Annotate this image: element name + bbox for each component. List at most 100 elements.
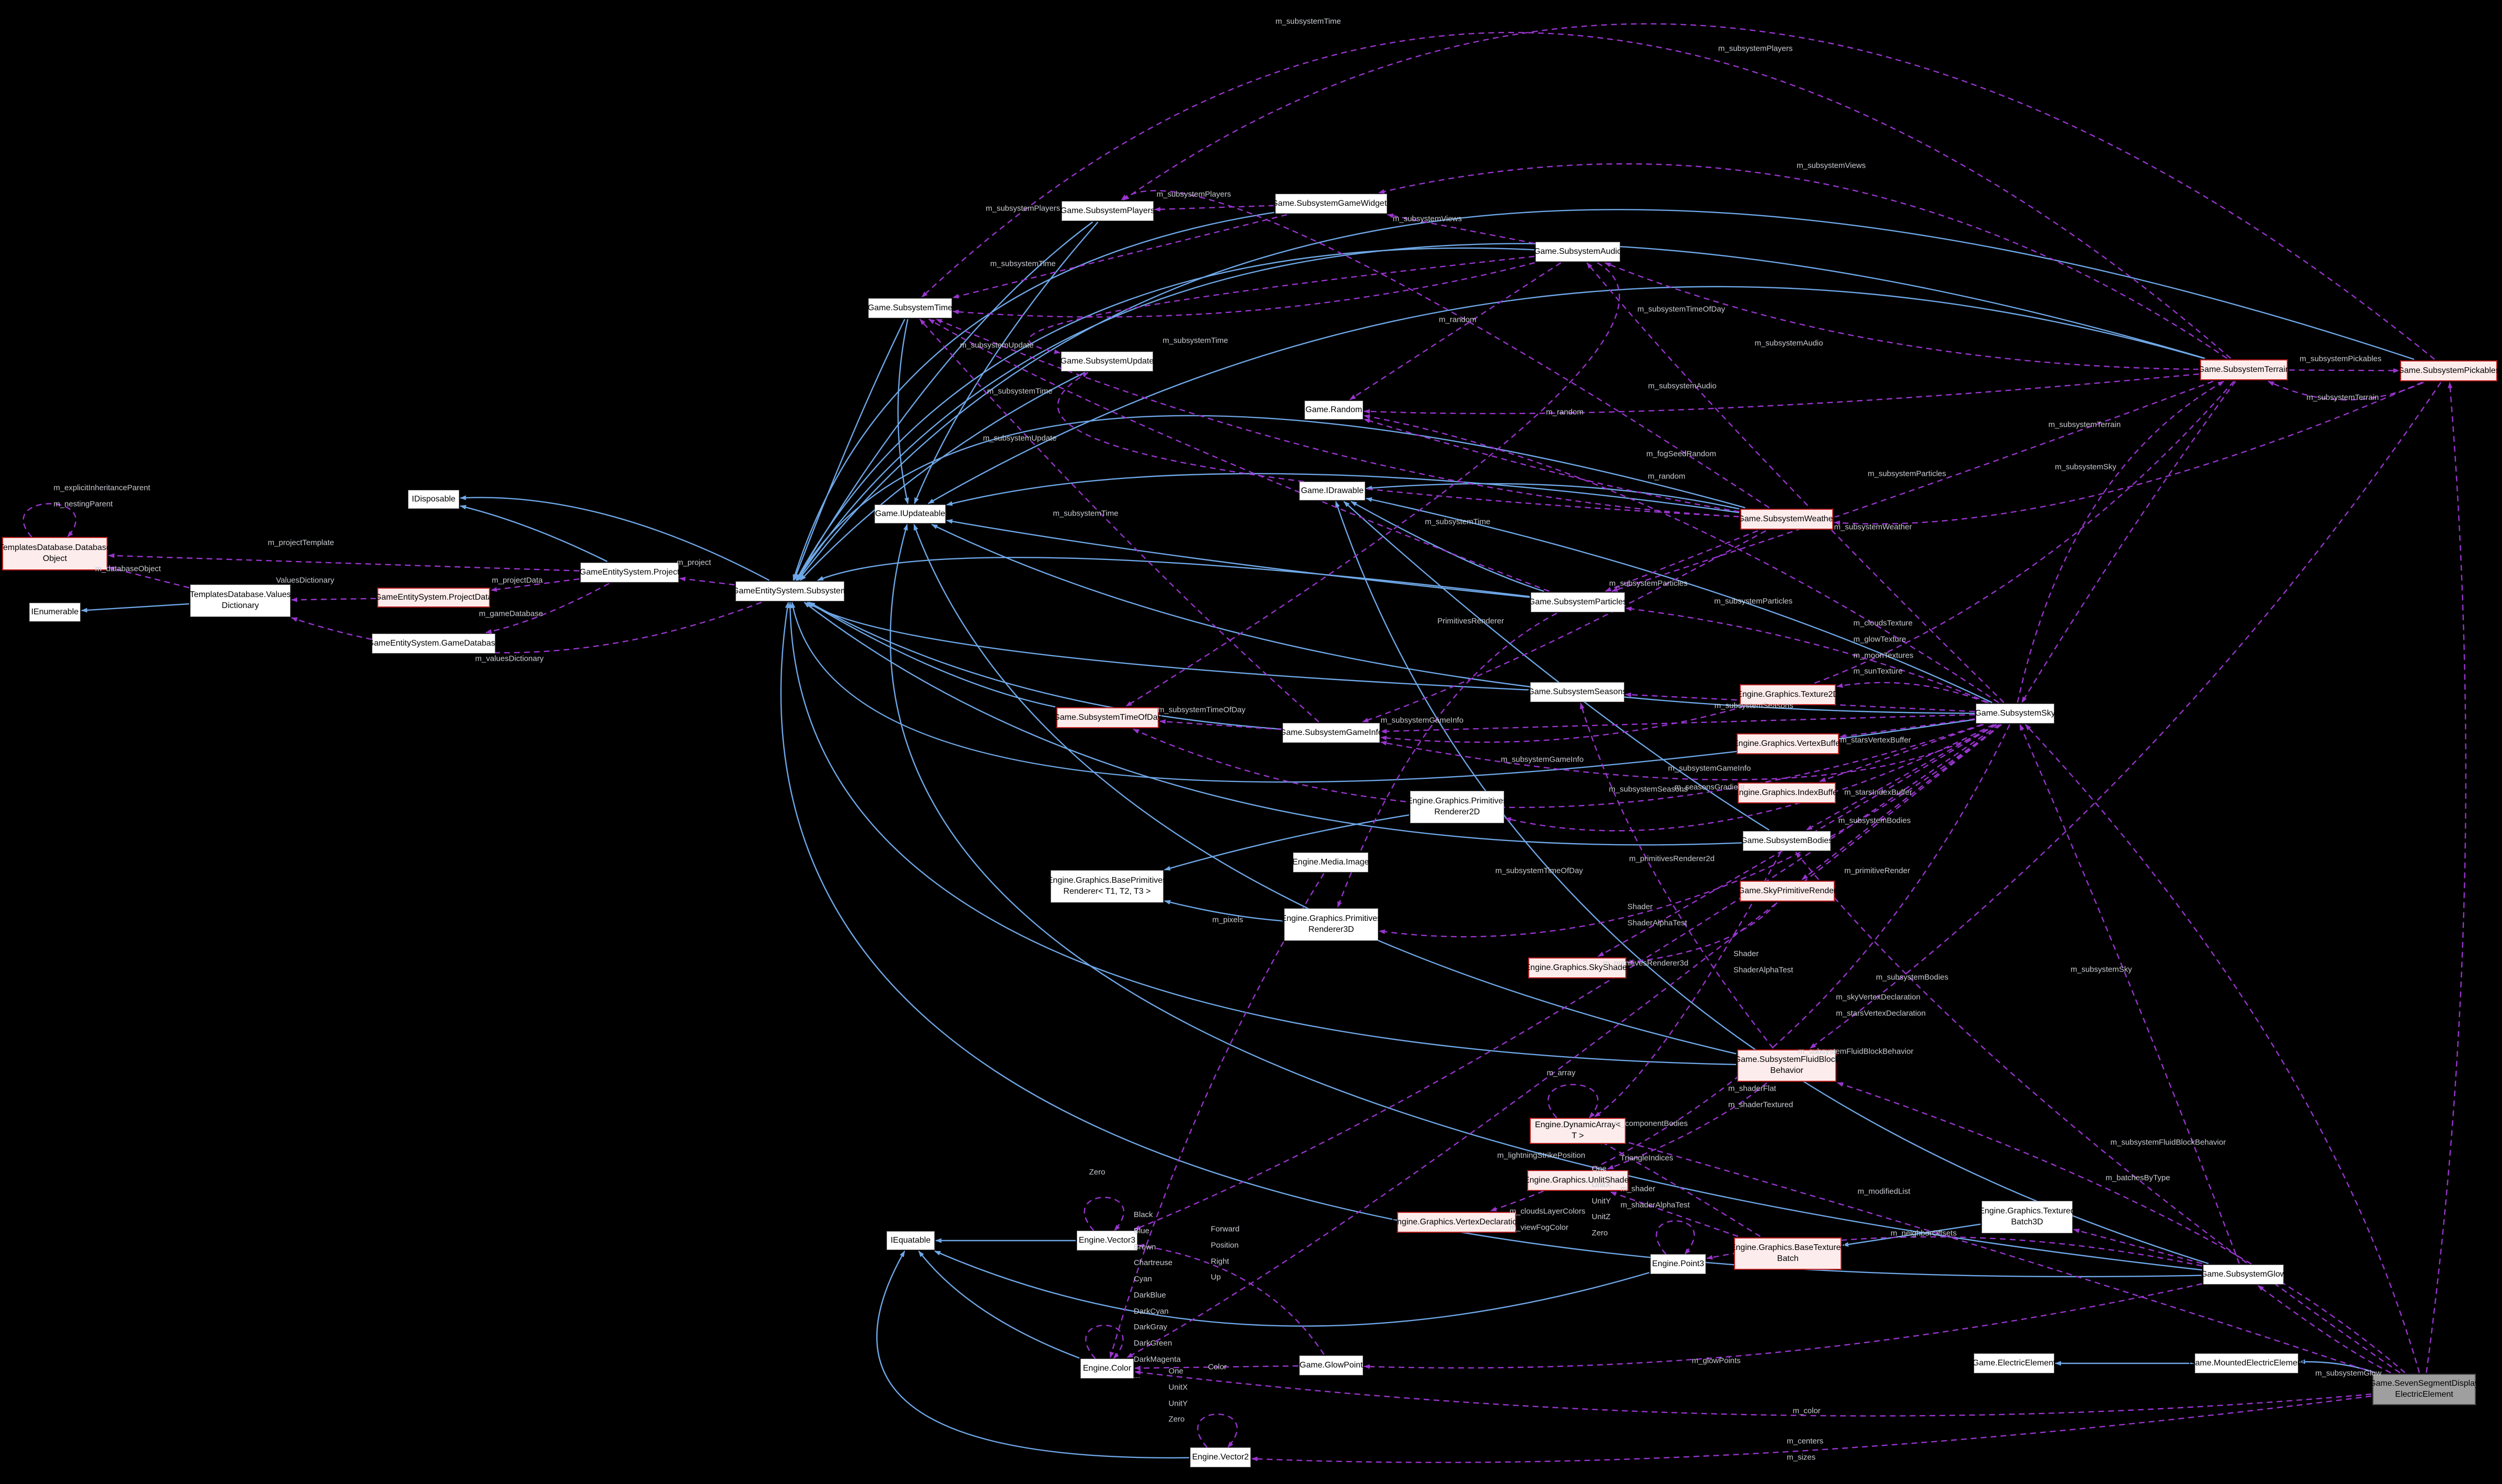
node-subsystem_glow[interactable]: Game.SubsystemGlow bbox=[2201, 1265, 2286, 1284]
node-basetexturedbatch[interactable]: Engine.Graphics.BaseTextured Batch bbox=[1730, 1237, 1845, 1270]
node-prim3d[interactable]: Engine.Graphics.Primitives Renderer3D bbox=[1281, 908, 1381, 941]
node-vertexdeclaration[interactable]: Engine.Graphics.VertexDeclaration bbox=[1391, 1212, 1522, 1233]
edge bbox=[1159, 719, 1282, 730]
edge bbox=[1380, 723, 1997, 780]
edge bbox=[1197, 1413, 1238, 1448]
edge bbox=[1134, 1365, 1299, 1371]
edge bbox=[1362, 530, 1766, 723]
node-random[interactable]: Game.Random bbox=[1305, 401, 1363, 419]
node-iupdateable[interactable]: Game.IUpdateable bbox=[875, 505, 946, 523]
node-mounted[interactable]: Game.MountedElectricElement bbox=[2189, 1353, 2305, 1373]
edge bbox=[291, 597, 377, 602]
edge bbox=[919, 319, 1320, 722]
edge bbox=[491, 578, 580, 592]
edge bbox=[806, 601, 1530, 691]
edge bbox=[2073, 1229, 2203, 1265]
edge bbox=[890, 524, 2203, 1271]
node-idrawable[interactable]: Game.IDrawable bbox=[1299, 482, 1365, 500]
node-subsystem_update[interactable]: Game.SubsystemUpdate bbox=[1061, 352, 1154, 371]
edge bbox=[460, 505, 608, 563]
edge bbox=[796, 221, 1093, 581]
node-vector3[interactable]: Engine.Vector3 bbox=[1077, 1231, 1137, 1251]
edge bbox=[1618, 1139, 2375, 1374]
node-subsystem_weather[interactable]: Game.SubsystemWeather bbox=[1738, 509, 1836, 530]
node-dynamicarray[interactable]: Engine.DynamicArray< T > bbox=[1530, 1118, 1626, 1144]
node-subsystem_pickables[interactable]: Game.SubsystemPickables bbox=[2398, 360, 2500, 381]
node-subsystem_gameinfo[interactable]: Game.SubsystemGameInfo bbox=[1279, 723, 1383, 743]
node-sky_prim_render[interactable]: Game.SkyPrimitiveRender bbox=[1738, 881, 1836, 902]
node-subsystem[interactable]: GameEntitySystem.Subsystem bbox=[732, 581, 847, 601]
edge bbox=[1580, 703, 1774, 1049]
edge bbox=[1028, 255, 1535, 354]
edge bbox=[1607, 1082, 1767, 1170]
node-project_data[interactable]: GameEntitySystem.ProjectData bbox=[375, 588, 492, 607]
node-subsystem_particles[interactable]: Game.SubsystemParticles bbox=[1529, 592, 1627, 612]
node-point3[interactable]: Engine.Point3 bbox=[1650, 1254, 1706, 1274]
edge bbox=[1121, 190, 1770, 509]
node-glowpoint[interactable]: Game.GlowPoint bbox=[1299, 1356, 1363, 1375]
edge bbox=[1656, 1220, 1695, 1255]
node-db_object[interactable]: TemplatesDatabase.Database Object bbox=[0, 537, 111, 570]
edge bbox=[1364, 1283, 2203, 1369]
node-media_image[interactable]: Engine.Media.Image bbox=[1293, 852, 1369, 872]
edge bbox=[1084, 1197, 1124, 1231]
edge bbox=[679, 577, 735, 586]
node-project[interactable]: GameEntitySystem.Project bbox=[579, 563, 680, 582]
edge bbox=[108, 553, 580, 572]
node-electric[interactable]: Game.ElectricElement bbox=[1972, 1353, 2056, 1373]
edge bbox=[2017, 380, 2225, 703]
edge bbox=[1837, 1082, 2406, 1373]
edge bbox=[1627, 902, 1778, 964]
edge bbox=[1133, 723, 1983, 808]
edge bbox=[1350, 500, 1544, 592]
edge bbox=[2267, 380, 2424, 401]
node-subsystem_gamewidgets[interactable]: Game.SubsystemGameWidgets bbox=[1272, 194, 1391, 214]
edge bbox=[1366, 483, 1740, 510]
edge bbox=[2257, 1285, 2391, 1374]
node-values_dict[interactable]: TemplatesDatabase.Values Dictionary bbox=[190, 585, 291, 617]
edge bbox=[931, 523, 1975, 714]
edge bbox=[1125, 262, 1620, 707]
node-texturedbatch3d[interactable]: Engine.Graphics.Textured Batch3D bbox=[1979, 1201, 2075, 1233]
edge bbox=[2021, 381, 2236, 703]
node-subsystem_sky[interactable]: Game.SubsystemSky bbox=[1975, 704, 2055, 723]
node-subsystem_bodies[interactable]: Game.SubsystemBodies bbox=[1741, 831, 1833, 851]
node-vertexbuffer[interactable]: Engine.Graphics.VertexBuffer bbox=[1733, 733, 1843, 754]
node-subsystem_terrain[interactable]: Game.SubsystemTerrain bbox=[2198, 359, 2290, 380]
edge bbox=[291, 601, 762, 653]
edge bbox=[804, 602, 1742, 846]
node-subsystem_timeofday[interactable]: Game.SubsystemTimeOfDay bbox=[1053, 707, 1162, 728]
node-indexbuffer[interactable]: Engine.Graphics.IndexBuffer bbox=[1733, 782, 1840, 803]
node-ienumerable[interactable]: IEnumerable bbox=[29, 603, 80, 622]
node-color[interactable]: Engine.Color bbox=[1080, 1359, 1134, 1378]
node-iequatable[interactable]: IEquatable bbox=[887, 1231, 935, 1250]
node-game_database[interactable]: GameEntitySystem.GameDatabase bbox=[367, 634, 500, 653]
edge bbox=[1343, 501, 1770, 831]
edge bbox=[460, 495, 770, 581]
node-texture2d[interactable]: Engine.Graphics.Texture2D bbox=[1737, 684, 1839, 705]
node-subsystem_time[interactable]: Game.SubsystemTime bbox=[868, 298, 952, 318]
edge bbox=[1366, 497, 1993, 704]
edge bbox=[927, 286, 2204, 505]
edge bbox=[918, 1251, 1080, 1359]
edge bbox=[1123, 23, 2435, 360]
edge bbox=[1625, 606, 1989, 704]
edge bbox=[1126, 724, 2002, 1359]
node-idisposable[interactable]: IDisposable bbox=[408, 490, 459, 509]
node-subsystem_seasons[interactable]: Game.SubsystemSeasons bbox=[1528, 682, 1627, 702]
node-baseprim[interactable]: Engine.Graphics.BasePrimitives Renderer<… bbox=[1048, 870, 1167, 903]
edge bbox=[2019, 724, 2240, 1264]
node-fluidblock[interactable]: Game.SubsystemFluidBlock Behavior bbox=[1735, 1049, 1839, 1082]
edge bbox=[1809, 382, 2442, 1049]
node-vector2[interactable]: Engine.Vector2 bbox=[1190, 1447, 1251, 1467]
node-prim2d[interactable]: Engine.Graphics.Primitives Renderer2D bbox=[1407, 791, 1507, 823]
node-subsystem_audio[interactable]: Game.SubsystemAudio bbox=[1534, 242, 1622, 262]
node-unlitshader[interactable]: Engine.Graphics.UnlitShader bbox=[1524, 1170, 1632, 1191]
edge bbox=[2426, 382, 2466, 1373]
edge bbox=[1840, 718, 1975, 739]
edge bbox=[952, 262, 1535, 318]
node-subsystem_players[interactable]: Game.SubsystemPlayers bbox=[1061, 201, 1155, 221]
edge bbox=[793, 212, 1275, 581]
node-skyshader[interactable]: Engine.Graphics.SkyShader bbox=[1525, 957, 1630, 978]
edge bbox=[1057, 371, 1740, 518]
